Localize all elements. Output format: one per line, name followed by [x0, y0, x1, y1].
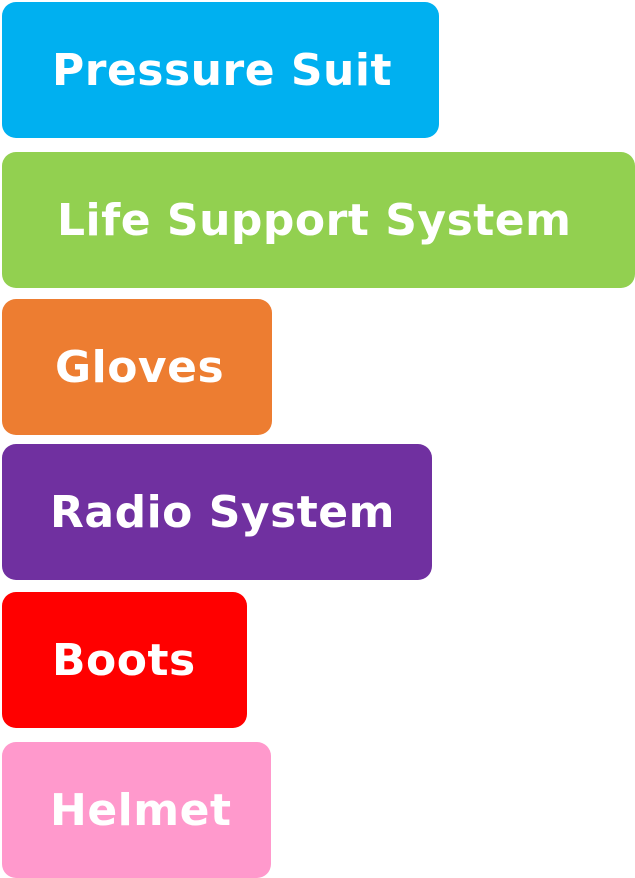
gloves-card[interactable]: Gloves: [2, 299, 272, 435]
pressure-suit-card[interactable]: Pressure Suit: [2, 2, 439, 138]
radio-system-card[interactable]: Radio System: [2, 444, 432, 580]
pressure-suit-label: Pressure Suit: [52, 44, 392, 96]
helmet-card[interactable]: Helmet: [2, 742, 271, 878]
gloves-label: Gloves: [55, 341, 225, 393]
life-support-system-card[interactable]: Life Support System: [2, 152, 635, 288]
boots-label: Boots: [52, 634, 196, 686]
helmet-label: Helmet: [50, 784, 232, 836]
life-support-system-label: Life Support System: [57, 194, 572, 246]
boots-card[interactable]: Boots: [2, 592, 247, 728]
radio-system-label: Radio System: [50, 486, 395, 538]
